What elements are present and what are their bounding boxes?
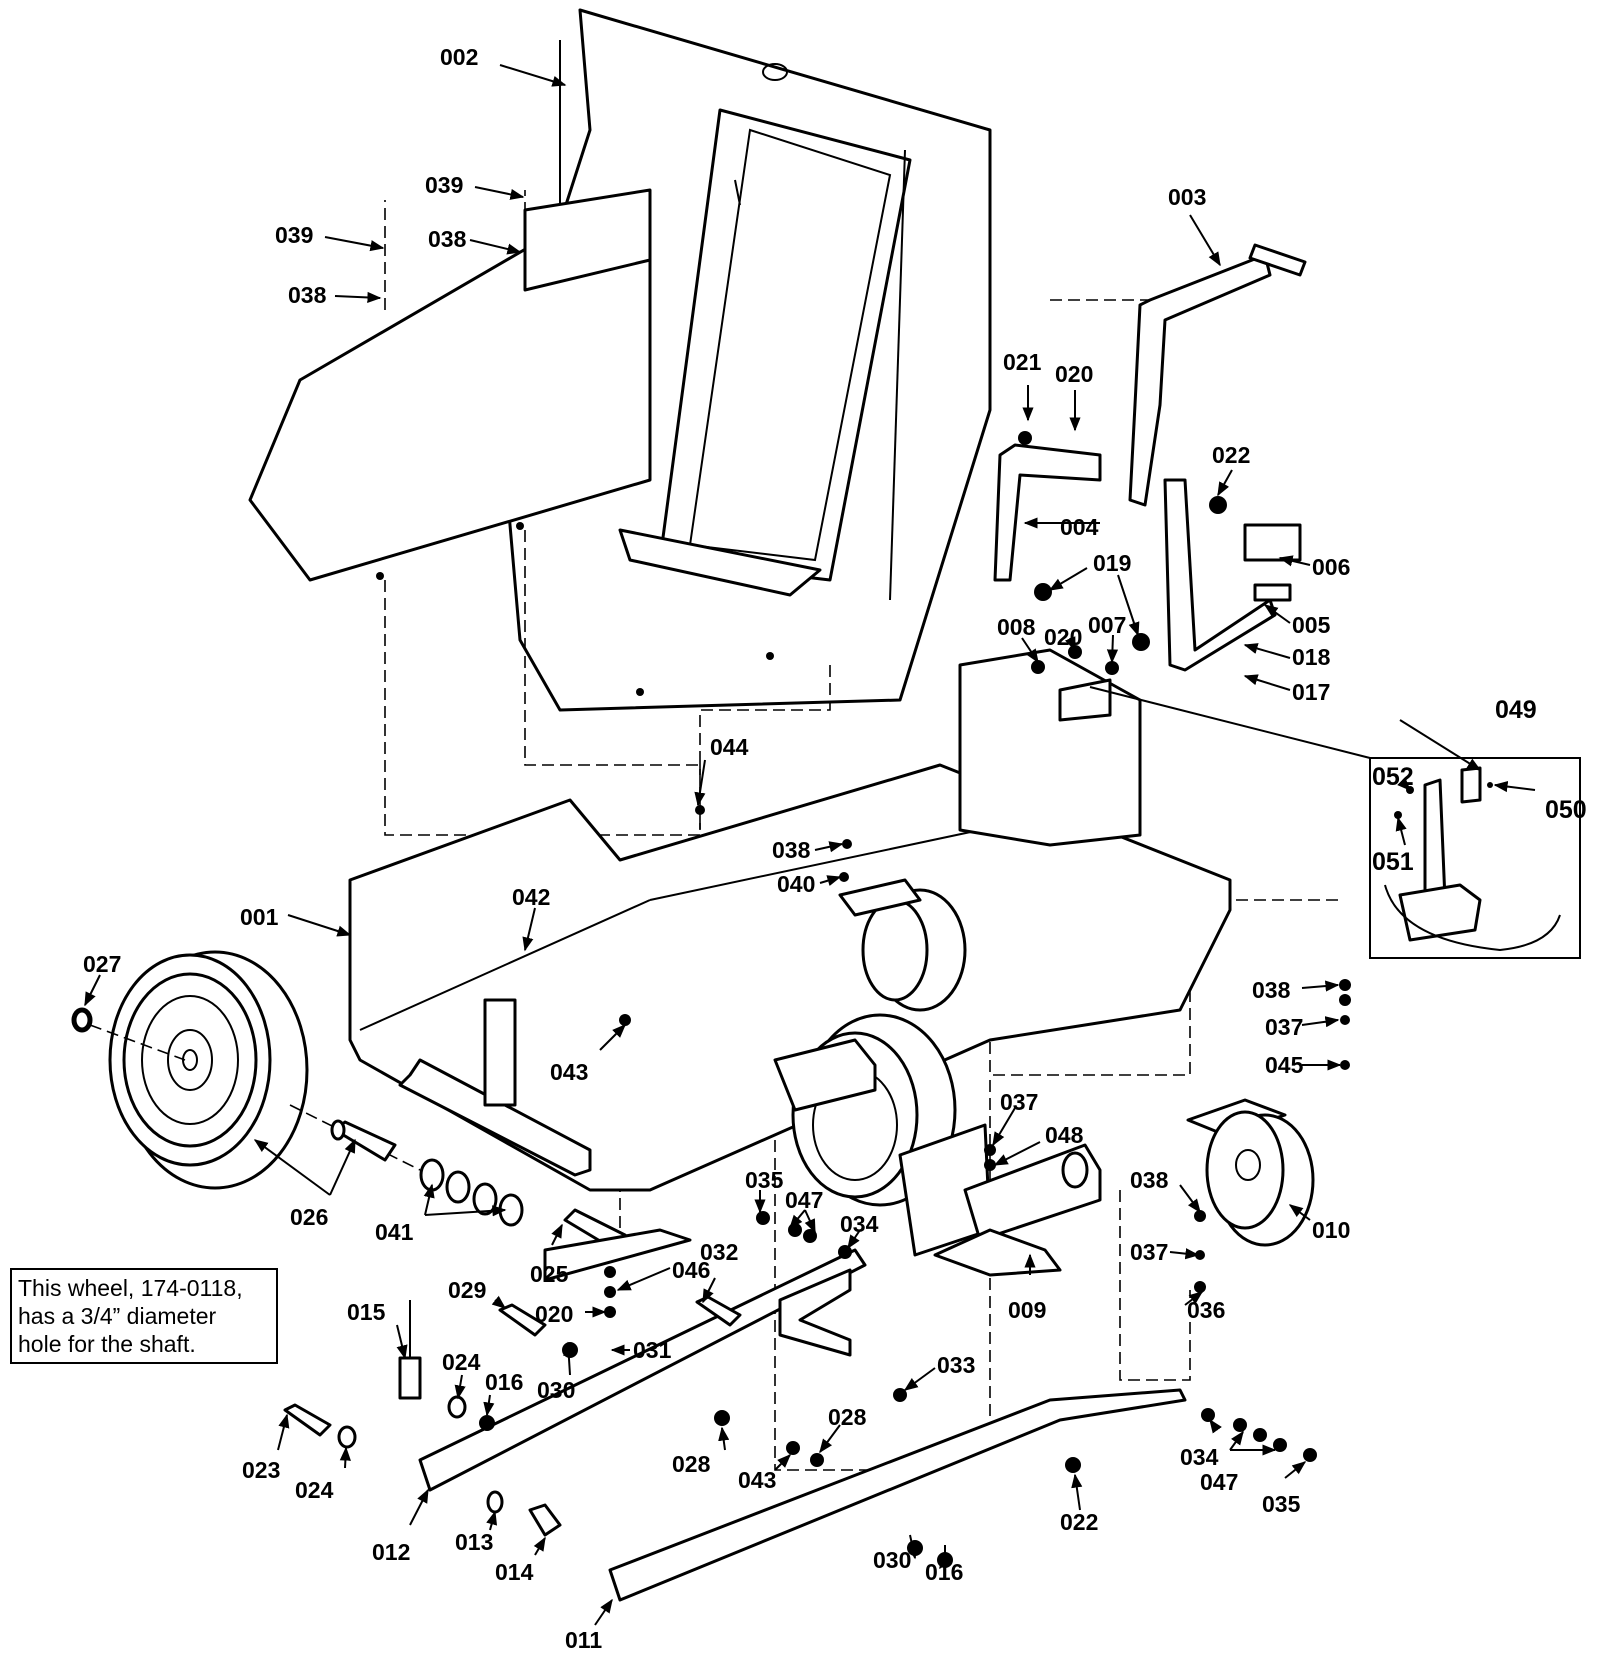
part-005-pedal-arm: [1163, 478, 1302, 672]
parts-041-washers: [419, 1158, 692, 1282]
part-labels: 002 039 039 038 038 003 021 020 022 004 …: [83, 44, 1587, 1653]
part-010-caster: [1186, 1098, 1315, 1247]
part-label: 035: [745, 1167, 784, 1193]
part-label: 030: [873, 1547, 911, 1573]
part-label: 043: [550, 1059, 588, 1085]
part-003-handle: [1128, 243, 1307, 507]
part-label: 019: [1093, 550, 1131, 576]
part-026-wheel: [71, 950, 421, 1190]
part-label: 002: [440, 44, 478, 70]
part-label: 025: [530, 1261, 569, 1287]
part-label: 045: [1265, 1052, 1304, 1078]
part-label: 034: [840, 1211, 879, 1237]
part-label: 008: [997, 614, 1036, 640]
part-label: 028: [828, 1404, 867, 1430]
part-label: 016: [925, 1559, 963, 1585]
part-label: 042: [512, 884, 550, 910]
part-label: 039: [425, 172, 463, 198]
part-label: 038: [428, 226, 467, 252]
part-label: 037: [1000, 1089, 1038, 1115]
part-label: 009: [1008, 1297, 1046, 1323]
part-label: 038: [1130, 1167, 1169, 1193]
part-label: 020: [1055, 361, 1093, 387]
part-label: 027: [83, 951, 121, 977]
part-label: 028: [672, 1451, 711, 1477]
part-label: 039: [275, 222, 313, 248]
part-label: 003: [1168, 184, 1206, 210]
part-label: 031: [633, 1337, 672, 1363]
part-label: 050: [1545, 796, 1587, 824]
part-label: 026: [290, 1204, 328, 1230]
note-line: has a 3/4” diameter: [18, 1303, 217, 1329]
part-label: 048: [1045, 1122, 1084, 1148]
part-label: 012: [372, 1539, 410, 1565]
part-label: 043: [738, 1467, 776, 1493]
part-label: 032: [700, 1239, 738, 1265]
part-label: 023: [242, 1457, 280, 1483]
leader-arrows: [84, 64, 1536, 1626]
part-label: 046: [672, 1257, 710, 1283]
part-002-hopper: [248, 8, 992, 712]
part-label: 038: [1252, 977, 1291, 1003]
part-label: 052: [1372, 763, 1414, 791]
note-line: hole for the shaft.: [18, 1331, 196, 1357]
part-label: 022: [1060, 1509, 1098, 1535]
part-label: 030: [537, 1377, 575, 1403]
part-label: 020: [535, 1301, 573, 1327]
part-012-frame-bar: [418, 1248, 867, 1492]
part-label: 004: [1060, 514, 1099, 540]
part-label: 010: [1312, 1217, 1350, 1243]
part-label: 044: [710, 734, 749, 760]
part-009-bracket: [898, 1123, 1102, 1277]
detail-inset-latch: [1089, 686, 1581, 959]
part-label: 037: [1265, 1014, 1303, 1040]
part-label: 029: [448, 1277, 486, 1303]
part-label: 038: [288, 282, 327, 308]
part-label: 011: [565, 1627, 602, 1653]
part-label: 049: [1495, 696, 1537, 724]
note-line: This wheel, 174-0118,: [18, 1275, 243, 1301]
part-label: 047: [1200, 1469, 1238, 1495]
part-label: 018: [1292, 644, 1331, 670]
part-011-frame-bar: [608, 1388, 1187, 1602]
part-label: 007: [1088, 612, 1126, 638]
part-label: 051: [1372, 848, 1414, 876]
part-label: 001: [240, 904, 279, 930]
part-label: 041: [375, 1219, 414, 1245]
part-label: 006: [1312, 554, 1350, 580]
part-label: 040: [777, 871, 815, 897]
part-label: 038: [772, 837, 811, 863]
part-label: 014: [495, 1559, 534, 1585]
part-label: 005: [1292, 612, 1331, 638]
hardware-fasteners: [283, 431, 1351, 1568]
part-label: 034: [1180, 1444, 1219, 1470]
part-label: 016: [485, 1369, 523, 1395]
part-label: 013: [455, 1529, 493, 1555]
part-004-bracket: [993, 443, 1102, 582]
part-001-chassis: [348, 648, 1232, 1192]
part-label: 022: [1212, 442, 1250, 468]
part-label: 017: [1292, 679, 1330, 705]
part-label: 015: [347, 1299, 386, 1325]
part-label: 033: [937, 1352, 975, 1378]
caster-assembly-front: [773, 878, 967, 1207]
part-label: 047: [785, 1187, 823, 1213]
wheel-note-callout: This wheel, 174-0118, has a 3/4” diamete…: [10, 1268, 278, 1364]
part-label: 020: [1044, 624, 1082, 650]
part-label: 021: [1003, 349, 1042, 375]
part-label: 024: [442, 1349, 481, 1375]
part-label: 036: [1187, 1297, 1225, 1323]
part-label: 035: [1262, 1491, 1301, 1517]
part-label: 037: [1130, 1239, 1168, 1265]
part-label: 024: [295, 1477, 334, 1503]
